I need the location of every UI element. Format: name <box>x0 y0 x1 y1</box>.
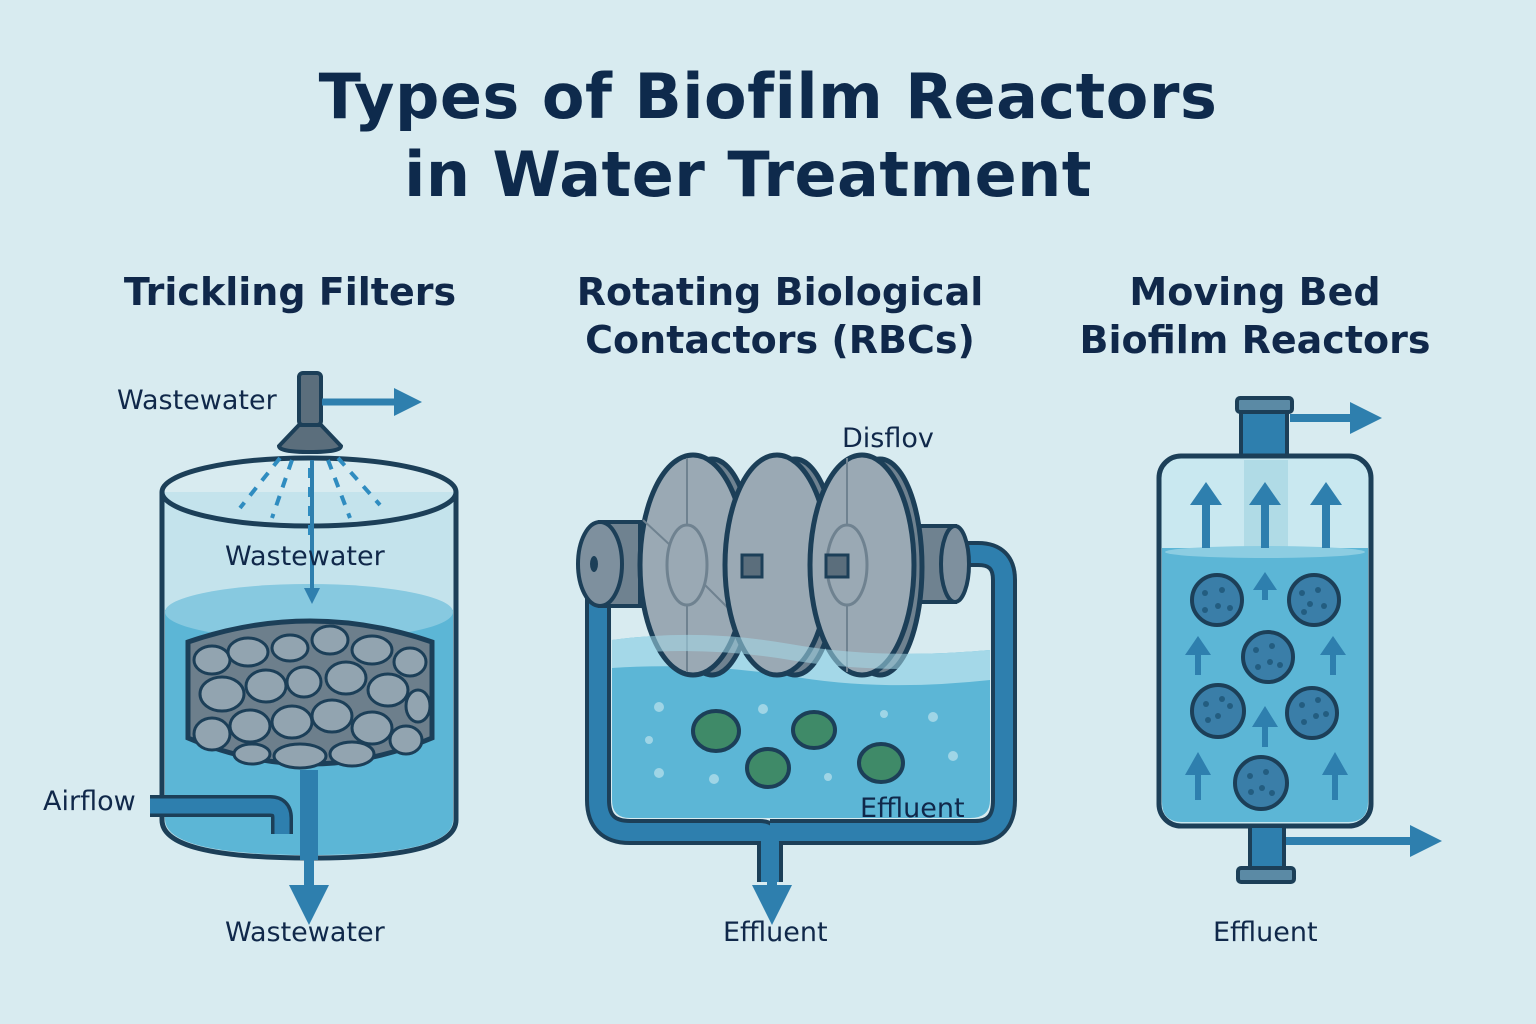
rbc-disc <box>807 452 925 678</box>
mbbr-flow-arrows <box>1185 482 1348 800</box>
spray-nozzle-icon <box>276 371 344 455</box>
biofilm-carriers <box>1190 573 1341 811</box>
mbbr-bottom-flange <box>1236 866 1296 884</box>
rbc-title-line-1: Rotating Biological <box>576 270 984 314</box>
rbc-inside-label: Effluent <box>860 793 965 824</box>
title-line-1: Types of Biofilm Reactors <box>318 60 1218 133</box>
title-line-2: in Water Treatment <box>404 138 1092 211</box>
trickling-inlet-label: Wastewater <box>117 385 277 416</box>
rock-media-bed <box>185 618 435 770</box>
mbbr-title-line-1: Moving Bed <box>1129 270 1381 314</box>
rbc-title: Rotating Biological Contactors (RBCs) <box>560 268 1000 364</box>
trickling-filters-title: Trickling Filters <box>123 270 457 314</box>
mbbr-top-flange <box>1235 396 1294 414</box>
rbc-end-cap-left <box>576 520 642 608</box>
mbbr-bottom-pipe <box>1248 824 1286 874</box>
rbc-top-label: Disflov <box>842 423 934 454</box>
mbbr-outlet-label: Effluent <box>1213 917 1318 948</box>
rbc-diagram <box>576 452 1017 925</box>
trickling-airflow-label: Airflow <box>43 786 136 817</box>
mbbr-title: Moving Bed Biofilm Reactors <box>1060 268 1450 364</box>
biofilm-particles <box>691 709 905 789</box>
trickling-outlet-label: Wastewater <box>225 917 385 948</box>
mbbr-title-line-2: Biofilm Reactors <box>1079 318 1431 362</box>
page-title: Types of Biofilm Reactors in Water Treat… <box>0 58 1536 214</box>
mbbr-diagram <box>1156 396 1442 884</box>
rbc-bubbles <box>645 702 958 784</box>
mbbr-top-pipe <box>1239 408 1289 460</box>
rbc-title-line-2: Contactors (RBCs) <box>585 318 975 362</box>
rbc-outlet-label: Effluent <box>723 917 828 948</box>
trickling-filter-diagram <box>150 371 459 925</box>
trickling-outlet-pipe <box>300 770 318 860</box>
trickling-inside-label: Wastewater <box>225 541 385 572</box>
